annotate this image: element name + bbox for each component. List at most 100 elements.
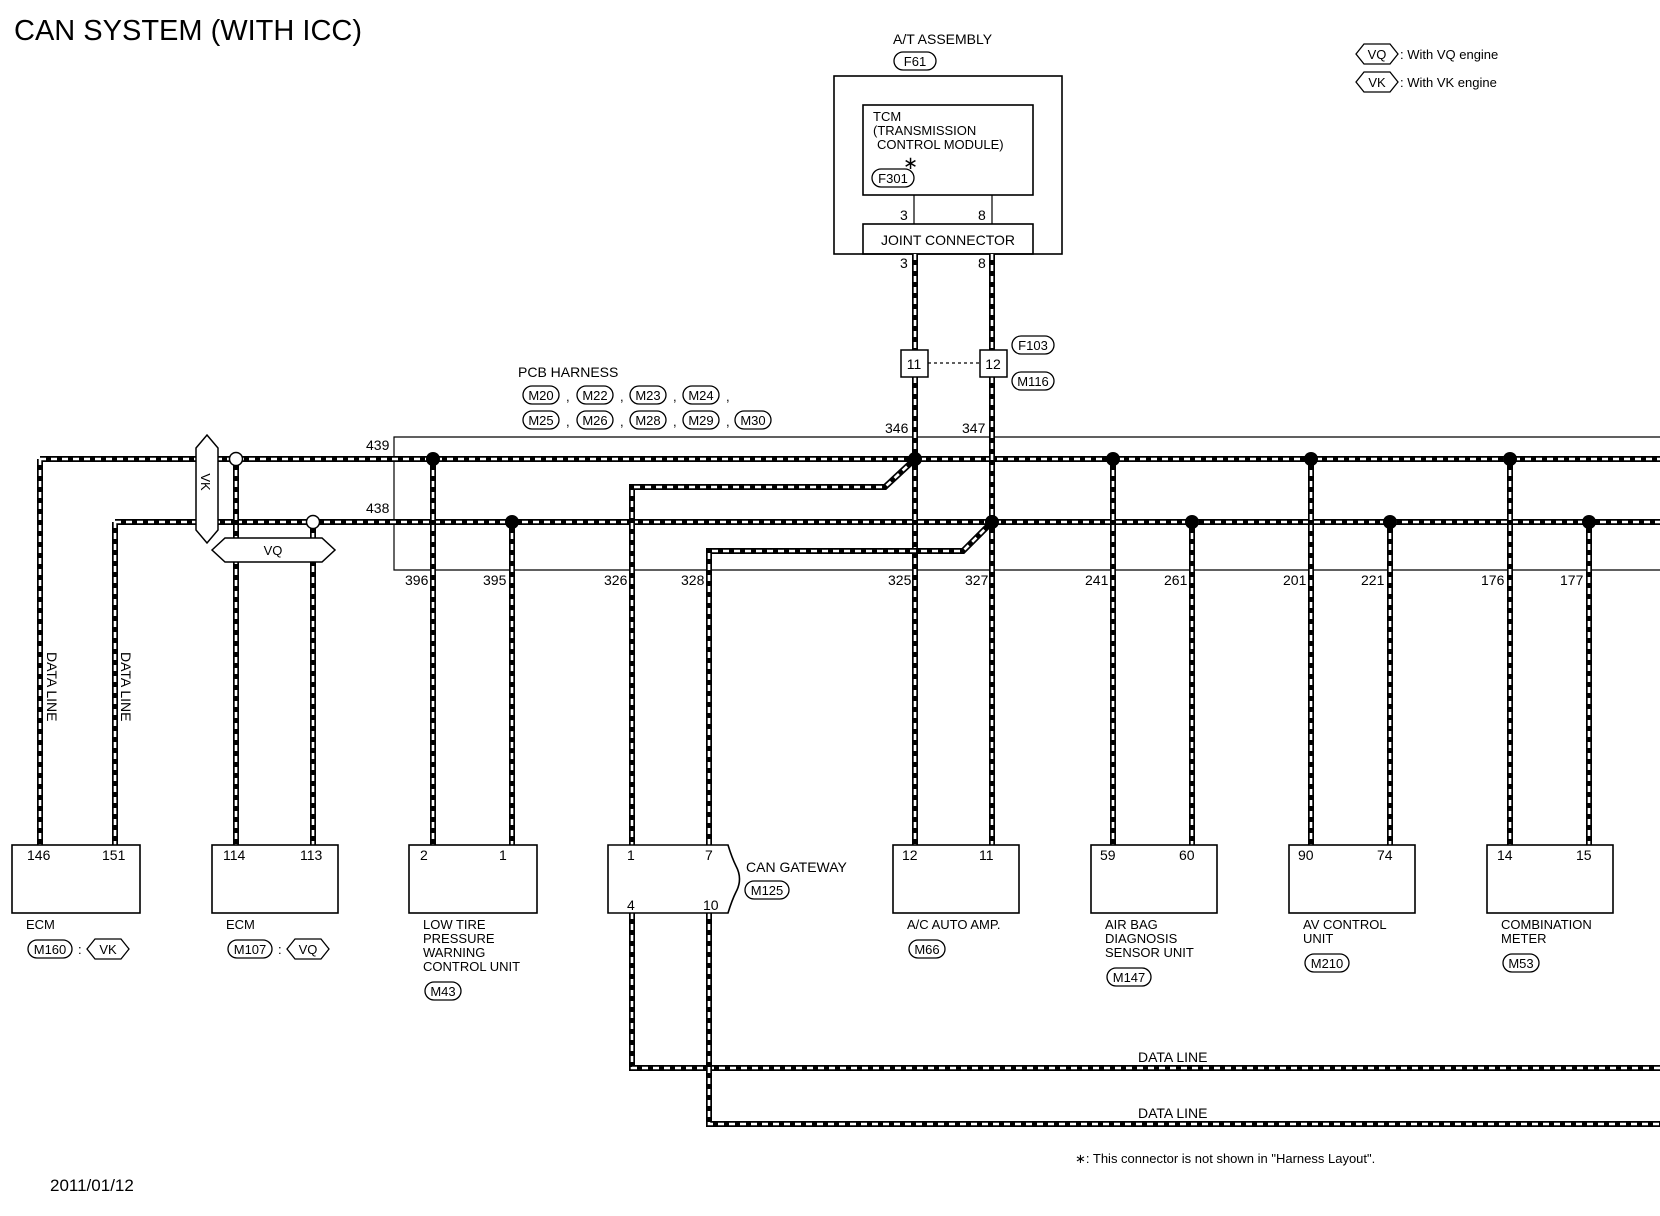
- pcb-connectors-row-1: M20,M22,M23,M24,: [522, 385, 730, 405]
- can-wires: [37, 254, 1660, 1127]
- connector-f61-label: F61: [904, 54, 926, 69]
- connector-m43-label: M43: [430, 984, 455, 999]
- pcb-connector-m24: [682, 385, 720, 405]
- pcb-connector-sep: ,: [566, 389, 570, 404]
- vk-selector: [195, 433, 219, 545]
- component-pin-60: 60: [1179, 847, 1195, 863]
- can-gateway-name: CAN GATEWAY: [746, 859, 848, 875]
- splice-dot-1: [426, 452, 440, 466]
- wire-17-stripe: [630, 458, 916, 845]
- connector-m116: [1011, 371, 1055, 391]
- pcb-connector-m26: [576, 410, 614, 430]
- pcb-connector-m25: [522, 410, 560, 430]
- pcb-connector-m25-label: M25: [528, 413, 553, 428]
- component-pin-151: 151: [102, 847, 126, 863]
- joint-pin-top-3: 3: [900, 207, 908, 223]
- tcm-box: [862, 104, 1034, 196]
- component-name-line: COMBINATION: [1501, 917, 1592, 932]
- harness-pin-327: 327: [965, 572, 989, 588]
- component-name-line: PRESSURE: [423, 931, 495, 946]
- pcb-connector-sep: ,: [726, 414, 730, 429]
- component-box-5: [892, 844, 1020, 914]
- harness-pin-395: 395: [483, 572, 507, 588]
- pcb-connector-m23: [629, 385, 667, 405]
- component-name-line: AV CONTROL: [1303, 917, 1387, 932]
- vk-open-node: [228, 451, 244, 467]
- component-name-line: DIAGNOSIS: [1105, 931, 1178, 946]
- splice-dot-2: [505, 515, 519, 529]
- component-pin-113: 113: [300, 847, 323, 863]
- connector-m210: [1304, 953, 1350, 973]
- component-pin-74: 74: [1377, 847, 1393, 863]
- diagram-title: CAN SYSTEM (WITH ICC): [14, 15, 362, 47]
- connector-m125: [744, 880, 790, 900]
- wire-18-stripe: [707, 521, 993, 845]
- data-line-label-left-2: DATA LINE: [118, 652, 134, 722]
- junction-pin-11: 11: [907, 356, 922, 372]
- vk-selector-label: VK: [198, 473, 213, 491]
- component-box-2: [211, 844, 339, 914]
- can-gateway-pin-4: 4: [627, 897, 635, 913]
- harness-pin-261: 261: [1164, 572, 1188, 588]
- wire-1: [37, 456, 1660, 845]
- variant-tag-vq-label: VQ: [299, 942, 318, 957]
- component-box-7: [1288, 844, 1416, 914]
- wire-20-stripe: [707, 913, 1660, 1126]
- component-name-line: SENSOR UNIT: [1105, 945, 1194, 960]
- pcb-connector-m29: [682, 410, 720, 430]
- pcb-connector-sep: ,: [673, 389, 677, 404]
- pcb-connector-m23-label: M23: [635, 388, 660, 403]
- pcb-connector-sep: ,: [673, 414, 677, 429]
- component-name-line: ECM: [26, 917, 55, 932]
- component-pin-59: 59: [1100, 847, 1116, 863]
- connector-m53-label: M53: [1508, 956, 1533, 971]
- harness-pin-176: 176: [1481, 572, 1505, 588]
- wire-17: [629, 456, 918, 845]
- component-name-line: A/C AUTO AMP.: [907, 917, 1000, 932]
- component-name-line: WARNING: [423, 945, 485, 960]
- component-pin-14: 14: [1497, 847, 1513, 863]
- star-mark: ∗: [903, 153, 918, 173]
- pcb-connectors-row-2: M25,M26,M28,M29,M30: [522, 410, 772, 430]
- harness-pin-438: 438: [366, 500, 390, 516]
- splice-dot-7: [1304, 452, 1318, 466]
- splice-dot-6: [1185, 515, 1199, 529]
- at-assembly-label: A/T ASSEMBLY: [893, 31, 993, 47]
- legend-vq-code: VQ: [1368, 47, 1387, 62]
- connector-m147: [1106, 967, 1152, 987]
- pcb-harness-boundary: [393, 436, 1660, 571]
- pcb-connector-m20-label: M20: [528, 388, 553, 403]
- pcb-connector-m22: [576, 385, 614, 405]
- connector-m66: [908, 939, 946, 959]
- joint-connector-label: JOINT CONNECTOR: [881, 232, 1015, 248]
- component-name-line: CONTROL UNIT: [423, 959, 520, 974]
- connector-f103-label: F103: [1018, 338, 1048, 353]
- data-line-label-bottom-2: DATA LINE: [1138, 1105, 1208, 1121]
- vq-open-node: [305, 514, 321, 530]
- junction-pin-12: 12: [985, 356, 1001, 372]
- harness-pin-325: 325: [888, 572, 912, 588]
- pcb-harness-label: PCB HARNESS: [518, 364, 618, 380]
- component-pin-114: 114: [223, 847, 246, 863]
- junction-connector: 11 12 F103 M116: [900, 335, 1055, 391]
- component-pin-2: 2: [420, 847, 428, 863]
- harness-pin-177: 177: [1560, 572, 1584, 588]
- component-box-3: [408, 844, 538, 914]
- component-pin-90: 90: [1298, 847, 1314, 863]
- variant-sep: :: [278, 942, 282, 957]
- splice-dot-9: [1503, 452, 1517, 466]
- splice-dot-4: [985, 515, 999, 529]
- legend-vq-text: : With VQ engine: [1400, 47, 1498, 62]
- component-box-1: [11, 844, 141, 914]
- can-gateway-pin-7: 7: [705, 847, 713, 863]
- pcb-harness: PCB HARNESS M20,M22,M23,M24, M25,M26,M28…: [366, 364, 1660, 588]
- pcb-connector-m20: [522, 385, 560, 405]
- wire-19-stripe: [630, 913, 1660, 1070]
- pcb-connector-sep: ,: [620, 414, 624, 429]
- component-pin-1: 1: [499, 847, 507, 863]
